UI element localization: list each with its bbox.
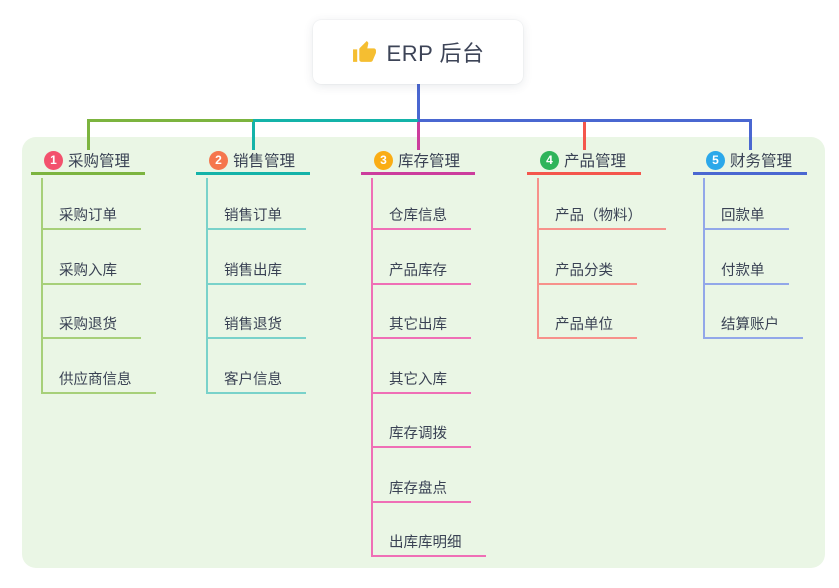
priority-badge: 5	[706, 150, 725, 170]
branch-drop-line	[86, 119, 90, 150]
branch-node[interactable]: 4 产品管理	[527, 148, 641, 175]
branch-children-connector	[537, 178, 539, 339]
branch-label: 销售管理	[233, 153, 296, 170]
branch-5: 5 财务管理回款单付款单结算账户	[693, 148, 839, 339]
branch-drop-line	[582, 119, 586, 150]
branch-4: 4 产品管理产品（物料） 产品分类产品单位	[527, 148, 702, 339]
branch-children-connector	[703, 178, 705, 339]
root-label: ERP 后台	[386, 41, 485, 66]
child-node[interactable]: 销售退货	[206, 315, 306, 339]
bus-segment	[86, 119, 254, 122]
thumbs-up-icon	[352, 40, 376, 62]
bus-segment	[253, 119, 418, 122]
child-node[interactable]: 产品分类	[537, 261, 637, 285]
child-node[interactable]: 产品单位	[537, 315, 637, 339]
branch-drop-line	[251, 119, 255, 150]
branch-children-connector	[206, 178, 208, 394]
child-node[interactable]: 销售订单	[206, 206, 306, 230]
child-node[interactable]: 采购订单	[41, 206, 141, 230]
branch-node[interactable]: 2 销售管理	[196, 148, 310, 175]
child-node[interactable]: 其它入库	[371, 370, 471, 394]
bus-segment	[418, 119, 752, 122]
child-node[interactable]: 供应商信息	[41, 370, 156, 394]
root-node[interactable]: ERP 后台	[313, 20, 523, 84]
child-node[interactable]: 库存调拨	[371, 424, 471, 448]
root-stem	[416, 84, 420, 122]
child-node[interactable]: 其它出库	[371, 315, 471, 339]
branch-children-connector	[371, 178, 373, 557]
child-node[interactable]: 销售出库	[206, 261, 306, 285]
branch-drop-line	[416, 119, 420, 150]
branch-label: 库存管理	[398, 153, 461, 170]
child-node[interactable]: 产品（物料）	[537, 206, 666, 230]
priority-badge: 4	[540, 150, 559, 170]
child-node[interactable]: 客户信息	[206, 370, 306, 394]
priority-badge: 2	[209, 150, 228, 170]
priority-badge: 1	[44, 150, 63, 170]
branch-children-connector	[41, 178, 43, 394]
child-node[interactable]: 出库库明细	[371, 533, 486, 557]
branch-3: 3 库存管理仓库信息产品库存其它出库其它入库库存调拨库存盘点出库库明细	[361, 148, 536, 557]
branch-drop-line	[748, 119, 752, 150]
branch-label: 产品管理	[564, 153, 627, 170]
child-node[interactable]: 回款单	[703, 206, 789, 230]
priority-badge: 3	[374, 150, 393, 170]
branch-2: 2 销售管理销售订单销售出库销售退货客户信息	[196, 148, 371, 394]
child-node[interactable]: 结算账户	[703, 315, 803, 339]
child-node[interactable]: 仓库信息	[371, 206, 471, 230]
child-node[interactable]: 库存盘点	[371, 479, 471, 503]
branch-node[interactable]: 1 采购管理	[31, 148, 145, 175]
child-node[interactable]: 采购入库	[41, 261, 141, 285]
branch-1: 1 采购管理采购订单采购入库采购退货供应商信息	[31, 148, 206, 394]
branch-node[interactable]: 5 财务管理	[693, 148, 807, 175]
child-node[interactable]: 产品库存	[371, 261, 471, 285]
branch-label: 财务管理	[730, 153, 793, 170]
branch-label: 采购管理	[68, 153, 131, 170]
mindmap-board	[22, 137, 825, 568]
branch-node[interactable]: 3 库存管理	[361, 148, 475, 175]
child-node[interactable]: 采购退货	[41, 315, 141, 339]
child-node[interactable]: 付款单	[703, 261, 789, 285]
